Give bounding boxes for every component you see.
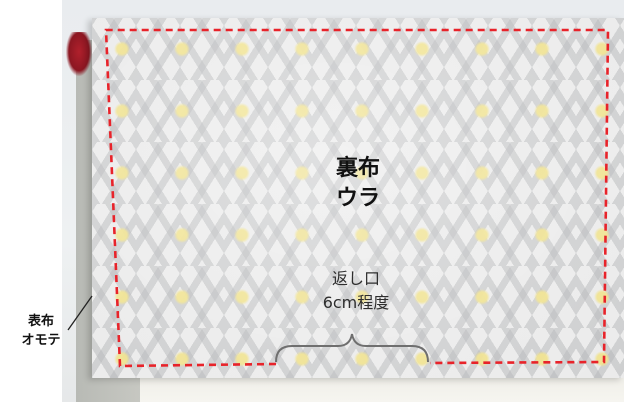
outer-fabric-edge [140,378,624,402]
outer-label-line-2: オモテ [21,333,61,348]
opening-label: 返し口 6cm程度 [300,267,412,315]
lining-fabric [92,18,624,378]
opening-brace [275,333,429,363]
lining-highlight [92,18,624,378]
outer-label: 表布 オモテ [8,312,74,350]
lining-label: 裏布 ウラ [318,154,398,214]
opening-label-line-2: 6cm程度 [322,293,390,312]
lining-label-line-1: 裏布 [335,156,380,181]
opening-label-line-1: 返し口 [331,269,380,288]
red-thread [66,32,92,76]
outer-label-pointer [67,295,93,331]
outer-label-line-1: 表布 [27,314,54,329]
lining-label-line-2: ウラ [335,186,380,211]
